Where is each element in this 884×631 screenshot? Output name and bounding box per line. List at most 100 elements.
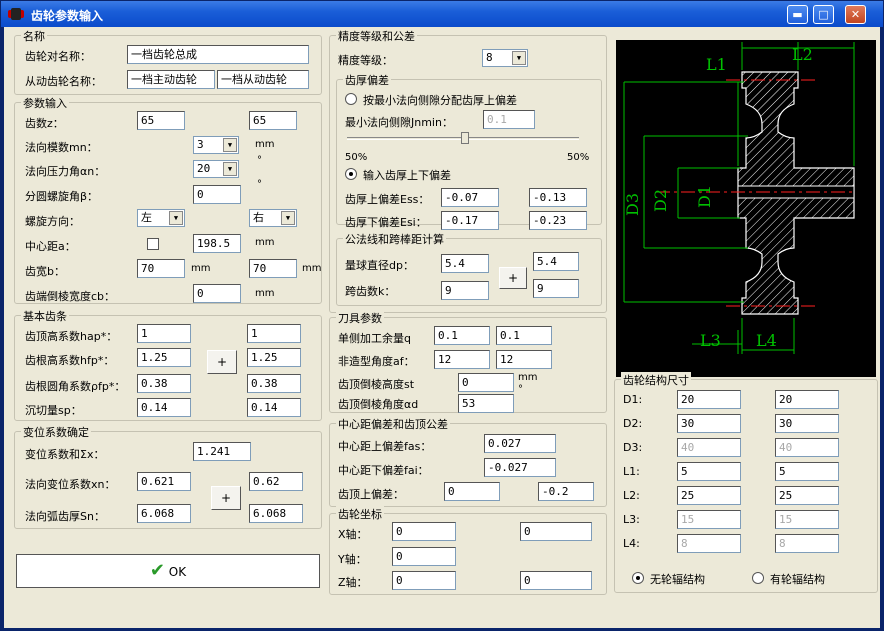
span-teeth-input-2[interactable]: 9 <box>533 279 579 298</box>
helix-hand-select-1[interactable]: 左▼ <box>137 209 185 227</box>
group-title: 精度等级和公差 <box>336 28 417 44</box>
maximize-button[interactable]: □ <box>813 5 834 24</box>
undercut-input-2[interactable]: 0.14 <box>247 398 301 417</box>
structure-v1-input[interactable]: 5 <box>677 462 741 481</box>
structure-v2-input[interactable]: 8 <box>775 534 839 553</box>
chamfer-width-label: 齿端倒棱宽度cb： <box>25 290 116 303</box>
title-bar[interactable]: 齿轮参数输入 ▬ □ ✕ <box>1 1 883 27</box>
module-unit: mm <box>255 139 275 150</box>
input-deviation-radio[interactable] <box>345 168 357 180</box>
normal-shift-input-1[interactable]: 0.621 <box>137 472 191 491</box>
helix-angle-input[interactable]: 0 <box>193 185 241 204</box>
ball-diameter-input-1[interactable]: 5.4 <box>441 254 489 273</box>
slider-min-label: 50% <box>345 152 368 163</box>
non-profile-angle-input-2[interactable]: 12 <box>496 350 552 369</box>
structure-v1-input[interactable]: 15 <box>677 510 741 529</box>
center-distance-checkbox[interactable] <box>147 238 159 250</box>
structure-v2-input[interactable]: 30 <box>775 414 839 433</box>
pair-name-input[interactable]: 一档齿轮总成 <box>127 45 309 64</box>
structure-v1-input[interactable]: 25 <box>677 486 741 505</box>
module-value: 3 <box>197 138 204 151</box>
addendum-coef-input-2[interactable]: 1 <box>247 324 301 343</box>
dedendum-coef-input-2[interactable]: 1.25 <box>247 348 301 367</box>
drive-gear-name-input[interactable]: 一档主动齿轮 <box>127 70 215 89</box>
basic-rack-plus-button[interactable]: + <box>207 350 237 374</box>
tip-upper-dev-input-2[interactable]: -0.2 <box>538 482 594 501</box>
name-group: 名称 齿轮对名称： 一档齿轮总成 从动齿轮名称： 一档主动齿轮 一档从动齿轮 <box>14 28 322 95</box>
tolerance-group: 中心距偏差和齿顶公差 中心距上偏差fas： 0.027 中心距下偏差fai： -… <box>329 416 607 507</box>
driven-gear-name-input[interactable]: 一档从动齿轮 <box>217 70 309 89</box>
tooth-thickness-input-2[interactable]: 6.068 <box>249 504 303 523</box>
chevron-down-icon[interactable]: ▼ <box>223 138 237 152</box>
backlash-slider-handle[interactable] <box>461 132 469 144</box>
z-axis-input-1[interactable]: 0 <box>392 571 456 590</box>
grade-select[interactable]: 8▼ <box>482 49 528 67</box>
upper-thickness-dev-input-2[interactable]: -0.13 <box>529 188 587 207</box>
close-button[interactable]: ✕ <box>845 5 866 24</box>
structure-v2-input[interactable]: 40 <box>775 438 839 457</box>
min-backlash-radio[interactable] <box>345 93 357 105</box>
span-teeth-input-1[interactable]: 9 <box>441 281 489 300</box>
structure-v1-input[interactable]: 8 <box>677 534 741 553</box>
chevron-down-icon[interactable]: ▼ <box>223 162 237 176</box>
chevron-down-icon[interactable]: ▼ <box>281 211 295 225</box>
upper-thickness-dev-label: 齿厚上偏差Ess： <box>345 193 430 206</box>
shift-sum-input[interactable]: 1.241 <box>193 442 251 461</box>
tip-upper-dev-input-1[interactable]: 0 <box>444 482 500 501</box>
group-title: 参数输入 <box>21 95 69 111</box>
undercut-input-1[interactable]: 0.14 <box>137 398 191 417</box>
helix-hand-select-2[interactable]: 右▼ <box>249 209 297 227</box>
tip-chamfer-height-input[interactable]: 0 <box>458 373 514 392</box>
face-width-input-1[interactable]: 70 <box>137 259 185 278</box>
backlash-slider-track[interactable] <box>347 132 579 146</box>
profile-shift-group: 变位系数确定 变位系数和Σx： 1.241 法向变位系数xn： 0.621 + … <box>14 424 322 529</box>
chevron-down-icon[interactable]: ▼ <box>512 51 526 65</box>
module-select[interactable]: 3▼ <box>193 136 239 154</box>
lower-thickness-dev-input-1[interactable]: -0.17 <box>441 211 499 230</box>
span-plus-button[interactable]: + <box>499 267 527 289</box>
min-backlash-input[interactable]: 0.1 <box>483 110 535 129</box>
upper-thickness-dev-input-1[interactable]: -0.07 <box>441 188 499 207</box>
pressure-angle-select[interactable]: 20▼ <box>193 160 239 178</box>
x-axis-input-1[interactable]: 0 <box>392 522 456 541</box>
tip-chamfer-angle-input[interactable]: 53 <box>458 394 514 413</box>
center-lower-dev-input[interactable]: -0.027 <box>484 458 556 477</box>
structure-v1-input[interactable]: 20 <box>677 390 741 409</box>
teeth-input-1[interactable]: 65 <box>137 111 185 130</box>
face-width-input-2[interactable]: 70 <box>249 259 297 278</box>
normal-shift-label: 法向变位系数xn： <box>25 478 116 491</box>
teeth-input-2[interactable]: 65 <box>249 111 297 130</box>
min-backlash-option-label: 按最小法向侧隙分配齿厚上偏差 <box>363 94 517 107</box>
y-axis-input-1[interactable]: 0 <box>392 547 456 566</box>
root-radius-coef-input-1[interactable]: 0.38 <box>137 374 191 393</box>
machining-allowance-input-1[interactable]: 0.1 <box>434 326 490 345</box>
root-radius-coef-input-2[interactable]: 0.38 <box>247 374 301 393</box>
x-axis-input-2[interactable]: 0 <box>520 522 592 541</box>
lower-thickness-dev-input-2[interactable]: -0.23 <box>529 211 587 230</box>
structure-v1-input[interactable]: 40 <box>677 438 741 457</box>
structure-v2-input[interactable]: 20 <box>775 390 839 409</box>
normal-shift-input-2[interactable]: 0.62 <box>249 472 303 491</box>
structure-v2-input[interactable]: 15 <box>775 510 839 529</box>
structure-v1-input[interactable]: 30 <box>677 414 741 433</box>
shift-plus-button[interactable]: + <box>211 486 241 510</box>
ok-button[interactable]: ✔ OK <box>16 554 320 588</box>
non-profile-angle-input-1[interactable]: 12 <box>434 350 490 369</box>
center-upper-dev-input[interactable]: 0.027 <box>484 434 556 453</box>
addendum-coef-input-1[interactable]: 1 <box>137 324 191 343</box>
machining-allowance-input-2[interactable]: 0.1 <box>496 326 552 345</box>
z-axis-input-2[interactable]: 0 <box>520 571 592 590</box>
minimize-button[interactable]: ▬ <box>787 5 808 24</box>
structure-v2-input[interactable]: 25 <box>775 486 839 505</box>
ball-diameter-input-2[interactable]: 5.4 <box>533 252 579 271</box>
no-spoke-radio[interactable] <box>632 572 644 584</box>
chamfer-width-input[interactable]: 0 <box>193 284 241 303</box>
dedendum-coef-input-1[interactable]: 1.25 <box>137 348 191 367</box>
chevron-down-icon[interactable]: ▼ <box>169 211 183 225</box>
center-lower-dev-label: 中心距下偏差fai： <box>338 464 429 477</box>
tooth-thickness-input-1[interactable]: 6.068 <box>137 504 191 523</box>
center-distance-input[interactable]: 198.5 <box>193 234 241 253</box>
spoke-radio[interactable] <box>752 572 764 584</box>
structure-v2-input[interactable]: 5 <box>775 462 839 481</box>
grade-value: 8 <box>486 51 493 64</box>
